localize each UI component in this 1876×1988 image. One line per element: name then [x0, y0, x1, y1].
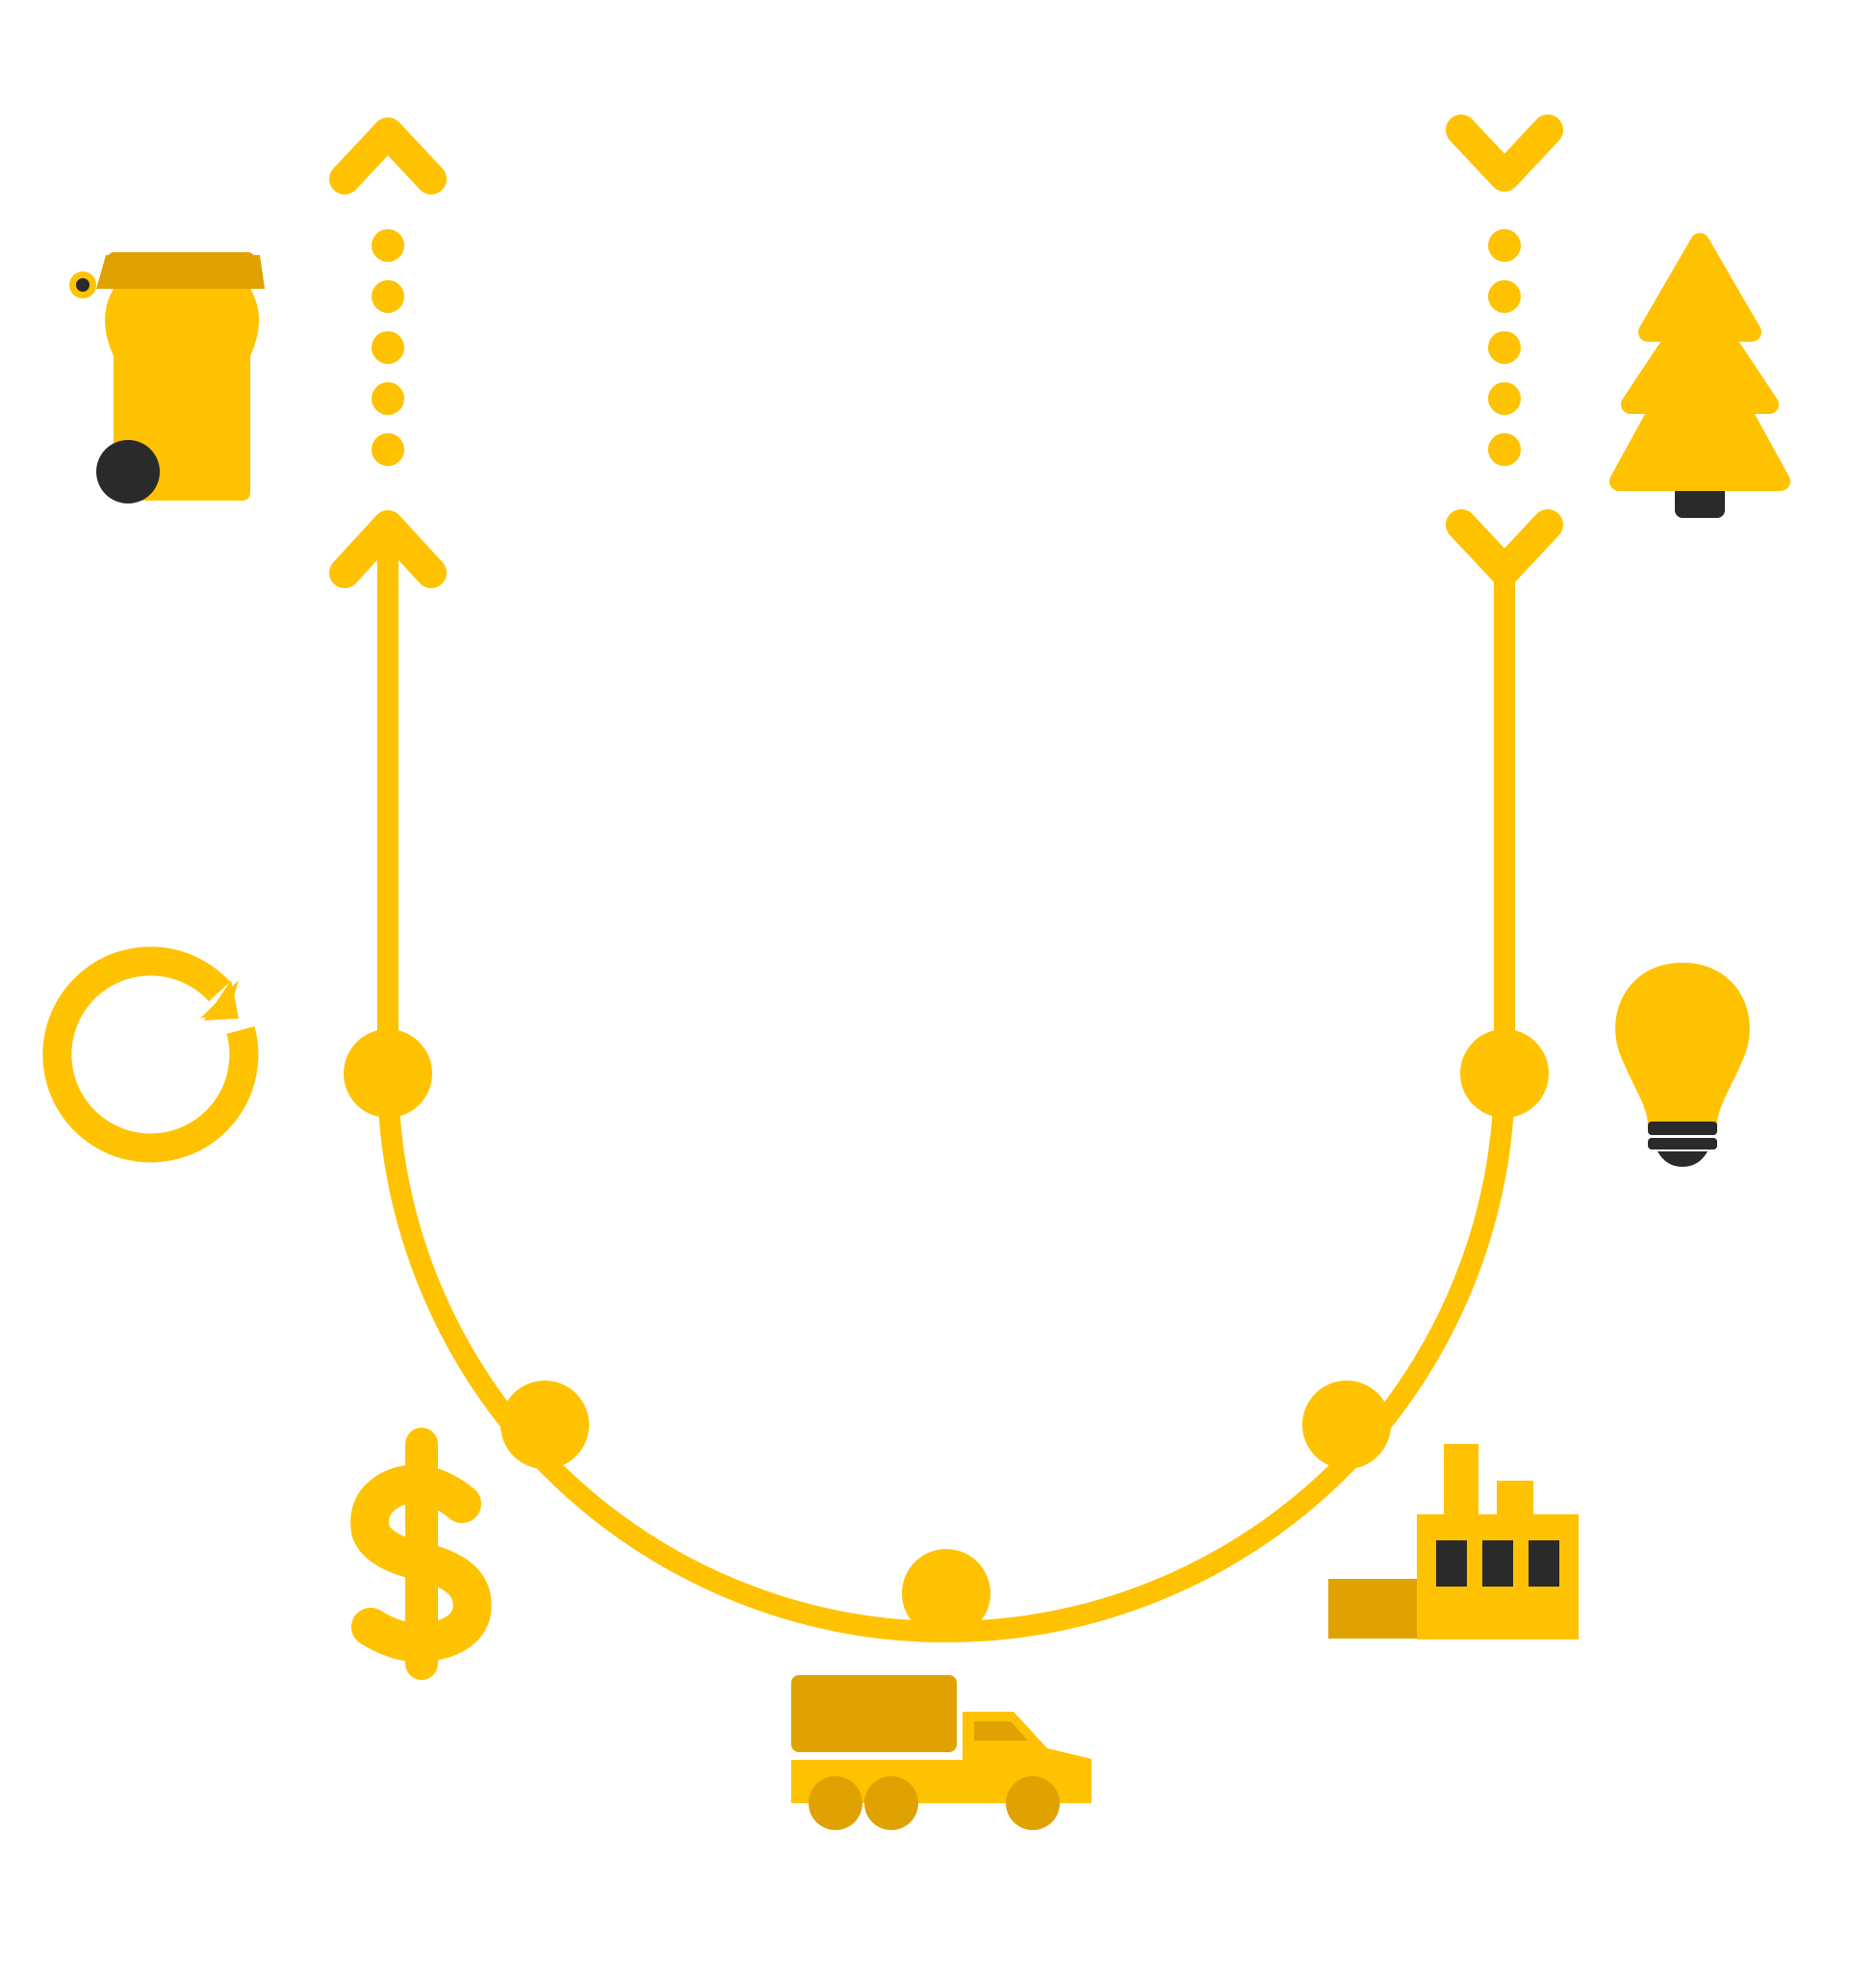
right-arrow-upper-chevron [1446, 115, 1563, 192]
left-dotted-line [372, 229, 404, 466]
dot [1488, 433, 1521, 466]
left-arrow-lower-chevron [329, 510, 447, 588]
cycle-curve [377, 543, 1515, 1642]
dot [1488, 280, 1521, 313]
light-bulb-icon [1615, 963, 1750, 1167]
dot [1488, 229, 1521, 262]
node-left-lower [501, 1381, 589, 1469]
dollar-icon [350, 1428, 492, 1680]
tree-icon [1609, 233, 1790, 518]
node-right-top [1460, 1029, 1549, 1118]
factory-icon [1328, 1444, 1579, 1639]
dot [372, 382, 404, 415]
node-left-top [344, 1029, 432, 1118]
dot [372, 433, 404, 466]
dot [372, 331, 404, 364]
right-dotted-line [1488, 229, 1521, 466]
trash-bin-icon [69, 252, 265, 503]
dot [1488, 331, 1521, 364]
recycle-arrow-icon [42, 946, 259, 1163]
dot [372, 229, 404, 262]
dot [372, 280, 404, 313]
node-right-lower [1302, 1381, 1391, 1469]
truck-icon [791, 1675, 1092, 1830]
right-arrow-lower-chevron [1446, 509, 1563, 586]
dot [1488, 382, 1521, 415]
cycle-nodes [344, 1029, 1549, 1638]
left-arrow-upper-chevron [329, 117, 447, 194]
main-u-path [377, 543, 1515, 1642]
node-bottom [902, 1549, 990, 1638]
